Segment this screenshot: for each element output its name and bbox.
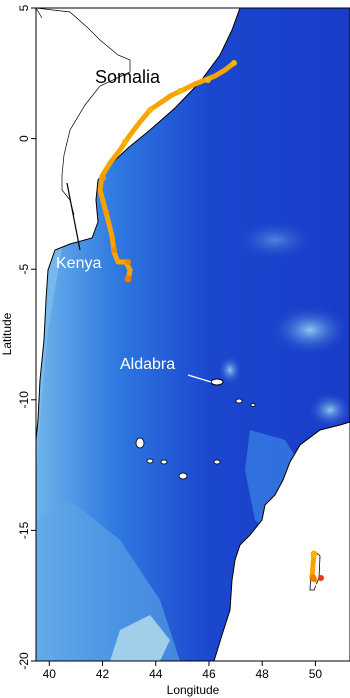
- y-tick-label: 0: [17, 135, 31, 142]
- y-tick-label: -10: [17, 391, 31, 409]
- track-point: [122, 139, 128, 145]
- x-tick-label: 42: [96, 667, 110, 681]
- x-tick-label: 40: [43, 667, 57, 681]
- comoros-island: [146, 458, 154, 464]
- x-tick-label: 44: [149, 667, 163, 681]
- track-point: [103, 209, 109, 215]
- comoros-island: [178, 472, 188, 480]
- x-tick-label: 48: [256, 667, 270, 681]
- y-tick-label: -20: [17, 652, 31, 670]
- track-point: [111, 247, 117, 253]
- island: [235, 398, 243, 404]
- label-ile-ste-marie-2: Marie: [307, 627, 337, 641]
- track-point: [309, 574, 317, 582]
- madagascar: [213, 421, 350, 661]
- shallow-bank: [110, 615, 170, 661]
- plateau-east: [270, 305, 350, 355]
- ile-ste-marie-track: [309, 550, 324, 583]
- aldabra-pointer: [187, 374, 212, 383]
- comoros-island: [160, 459, 168, 465]
- track-point: [147, 107, 153, 113]
- plateau-southeast: [308, 392, 350, 428]
- aldabra-island: [210, 378, 224, 386]
- track-point: [177, 88, 183, 94]
- africa-mainland: [36, 8, 241, 441]
- kenya-pointer: [66, 182, 81, 251]
- label-ile-ste-marie-1: Ile Ste: [301, 612, 335, 626]
- y-tick-label: 5: [17, 4, 31, 11]
- map-plot-area: Somalia Kenya Aldabra Ile Ste Marie: [36, 8, 350, 661]
- track-point: [100, 175, 106, 181]
- track-point: [125, 259, 131, 265]
- x-tick-label: 50: [309, 667, 323, 681]
- track-point: [205, 77, 211, 83]
- label-somalia: Somalia: [95, 67, 161, 87]
- label-aldabra: Aldabra: [120, 356, 175, 373]
- y-tick-label: -15: [17, 521, 31, 539]
- x-axis: 40 42 44 46 48 50: [43, 661, 323, 681]
- x-axis-title: Longitude: [167, 683, 220, 697]
- ile-ste-marie-pointer: [315, 583, 323, 607]
- island: [213, 459, 221, 465]
- animal-track: [97, 60, 237, 283]
- ridge: [235, 220, 315, 260]
- track-end-point: [124, 275, 132, 283]
- track-point: [310, 550, 318, 558]
- track-point: [231, 60, 237, 66]
- seamount: [218, 355, 242, 385]
- y-axis: 5 0 -5 -10 -15 -20: [17, 4, 36, 670]
- country-border: [36, 8, 43, 19]
- country-border: [36, 8, 131, 190]
- y-axis-title: Latitude: [0, 312, 14, 355]
- comoros-island: [135, 437, 145, 449]
- label-kenya: Kenya: [56, 255, 101, 272]
- island: [250, 403, 256, 407]
- y-tick-label: -5: [17, 264, 31, 275]
- track-line: [97, 60, 237, 283]
- plot-frame: [35, 7, 350, 662]
- track-end-point: [318, 575, 324, 581]
- x-tick-label: 46: [202, 667, 216, 681]
